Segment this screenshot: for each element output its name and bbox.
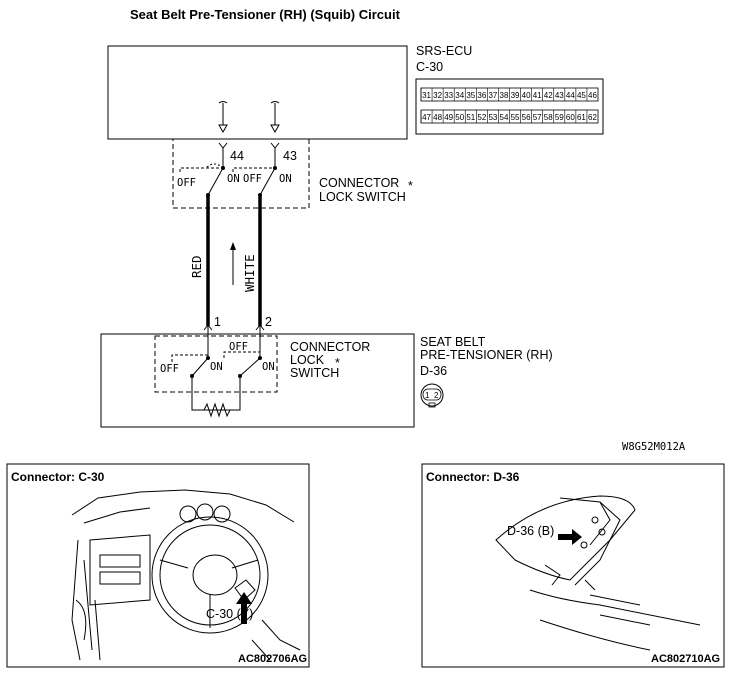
dashboard-illustration [71,489,301,661]
connector-d36-panel [421,463,725,668]
ecu-pin-bottom-50: 50 [455,113,464,122]
ecu-pin-bottom-54: 54 [500,113,509,122]
ecu-pin-top-35: 35 [466,91,475,100]
upper-lock-switch-line1: CONNECTOR [319,176,399,190]
ecu-pin-bottom-55: 55 [511,113,520,122]
ecu-pin-bottom-61: 61 [577,113,586,122]
ecu-pin-top-41: 41 [533,91,542,100]
lower-on-label-2: ON [262,361,275,373]
pretensioner-label-line2: PRE-TENSIONER (RH) [420,348,553,362]
ecu-pin-bottom-51: 51 [466,113,475,122]
ecu-pin-top-33: 33 [444,91,453,100]
lower-lock-switch-line2: LOCK [290,353,325,367]
srs-ecu-box [107,45,408,140]
lower-lock-switch-star: * [335,356,340,370]
pretensioner-box [100,333,415,428]
lower-off-label-1: OFF [229,341,248,353]
ecu-pin-bottom-52: 52 [477,113,486,122]
harness-wires [206,195,262,326]
ecu-pin-top-31: 31 [422,91,431,100]
wire-white-label: WHITE [242,254,257,292]
upper-switch-contacts [206,166,277,197]
ecu-pin-bottom-47: 47 [422,113,431,122]
ecu-pin-top-37: 37 [488,91,497,100]
figure-code: W8G52M012A [622,441,686,453]
d36-pin-1: 1 [425,391,430,400]
c30-panel-title: Connector: C-30 [11,470,105,484]
pin-43-label: 43 [283,149,297,163]
ecu-pin-top-44: 44 [566,91,575,100]
lower-lock-switch-line3: SWITCH [290,366,339,380]
srs-ecu-connector-label: C-30 [416,60,443,74]
wire-red-label: RED [189,255,204,278]
ecu-internal-terminals [218,101,280,134]
pretensioner-label-line1: SEAT BELT [420,335,486,349]
ecu-pin-bottom-57: 57 [533,113,542,122]
upper-on-label-1: ON [227,173,240,185]
c30-pointer-arrow [236,592,252,624]
diagram-title: Seat Belt Pre-Tensioner (RH) (Squib) Cir… [130,7,401,22]
upper-on-label-2: ON [279,173,292,185]
d36-pointer-arrow [558,529,582,545]
pin-1-label: 1 [214,315,221,329]
ecu-pin-top-46: 46 [588,91,597,100]
ecu-pin-top-39: 39 [511,91,520,100]
ecu-pin-bottom-59: 59 [555,113,564,122]
d36-callout: D-36 (B) [507,524,554,538]
lower-switch-contacts [190,356,262,378]
ecu-pin-top-40: 40 [522,91,531,100]
lower-lock-switch-line1: CONNECTOR [290,340,370,354]
srs-ecu-label: SRS-ECU [416,44,472,58]
ecu-pin-top-34: 34 [455,91,464,100]
d36-pin-2: 2 [434,391,439,400]
ecu-pin-top-45: 45 [577,91,586,100]
d36-panel-code: AC802710AG [651,653,720,665]
ecu-pin-bottom-56: 56 [522,113,531,122]
ecu-pin-bottom-62: 62 [588,113,597,122]
c30-callout: C-30 (Y) [206,607,253,621]
upper-switch-wiring [179,142,280,196]
seat-illustration [495,495,701,651]
pin-44-label: 44 [230,149,244,163]
upper-off-label-2: OFF [243,173,262,185]
ecu-pin-top-32: 32 [433,91,442,100]
ecu-pin-top-36: 36 [477,91,486,100]
lower-off-label-2: OFF [160,363,179,375]
upper-lock-switch-star: * [408,179,413,193]
lower-on-label-1: ON [210,361,223,373]
upper-lock-switch-line2: LOCK SWITCH [319,190,406,204]
ecu-pin-top-43: 43 [555,91,564,100]
d36-connector-face: 1 2 [420,383,444,408]
pin-2-label: 2 [265,315,272,329]
lower-lock-switch-box [154,335,278,393]
ecu-pin-top-42: 42 [544,91,553,100]
connector-c30-panel [6,463,310,668]
ecu-pin-bottom-60: 60 [566,113,575,122]
squib-resistor [200,402,232,418]
upper-lock-switch-box [172,138,310,209]
pretensioner-connector-label: D-36 [420,364,447,378]
ecu-pin-bottom-49: 49 [444,113,453,122]
ecu-pin-bottom-53: 53 [488,113,497,122]
d36-panel-title: Connector: D-36 [426,470,520,484]
ecu-pin-top-38: 38 [500,91,509,100]
ecu-pin-bottom-48: 48 [433,113,442,122]
lower-switch-wiring [171,324,265,411]
upper-off-label-1: OFF [177,177,196,189]
c30-panel-code: AC802706AG [238,653,307,665]
ecu-pin-bottom-58: 58 [544,113,553,122]
